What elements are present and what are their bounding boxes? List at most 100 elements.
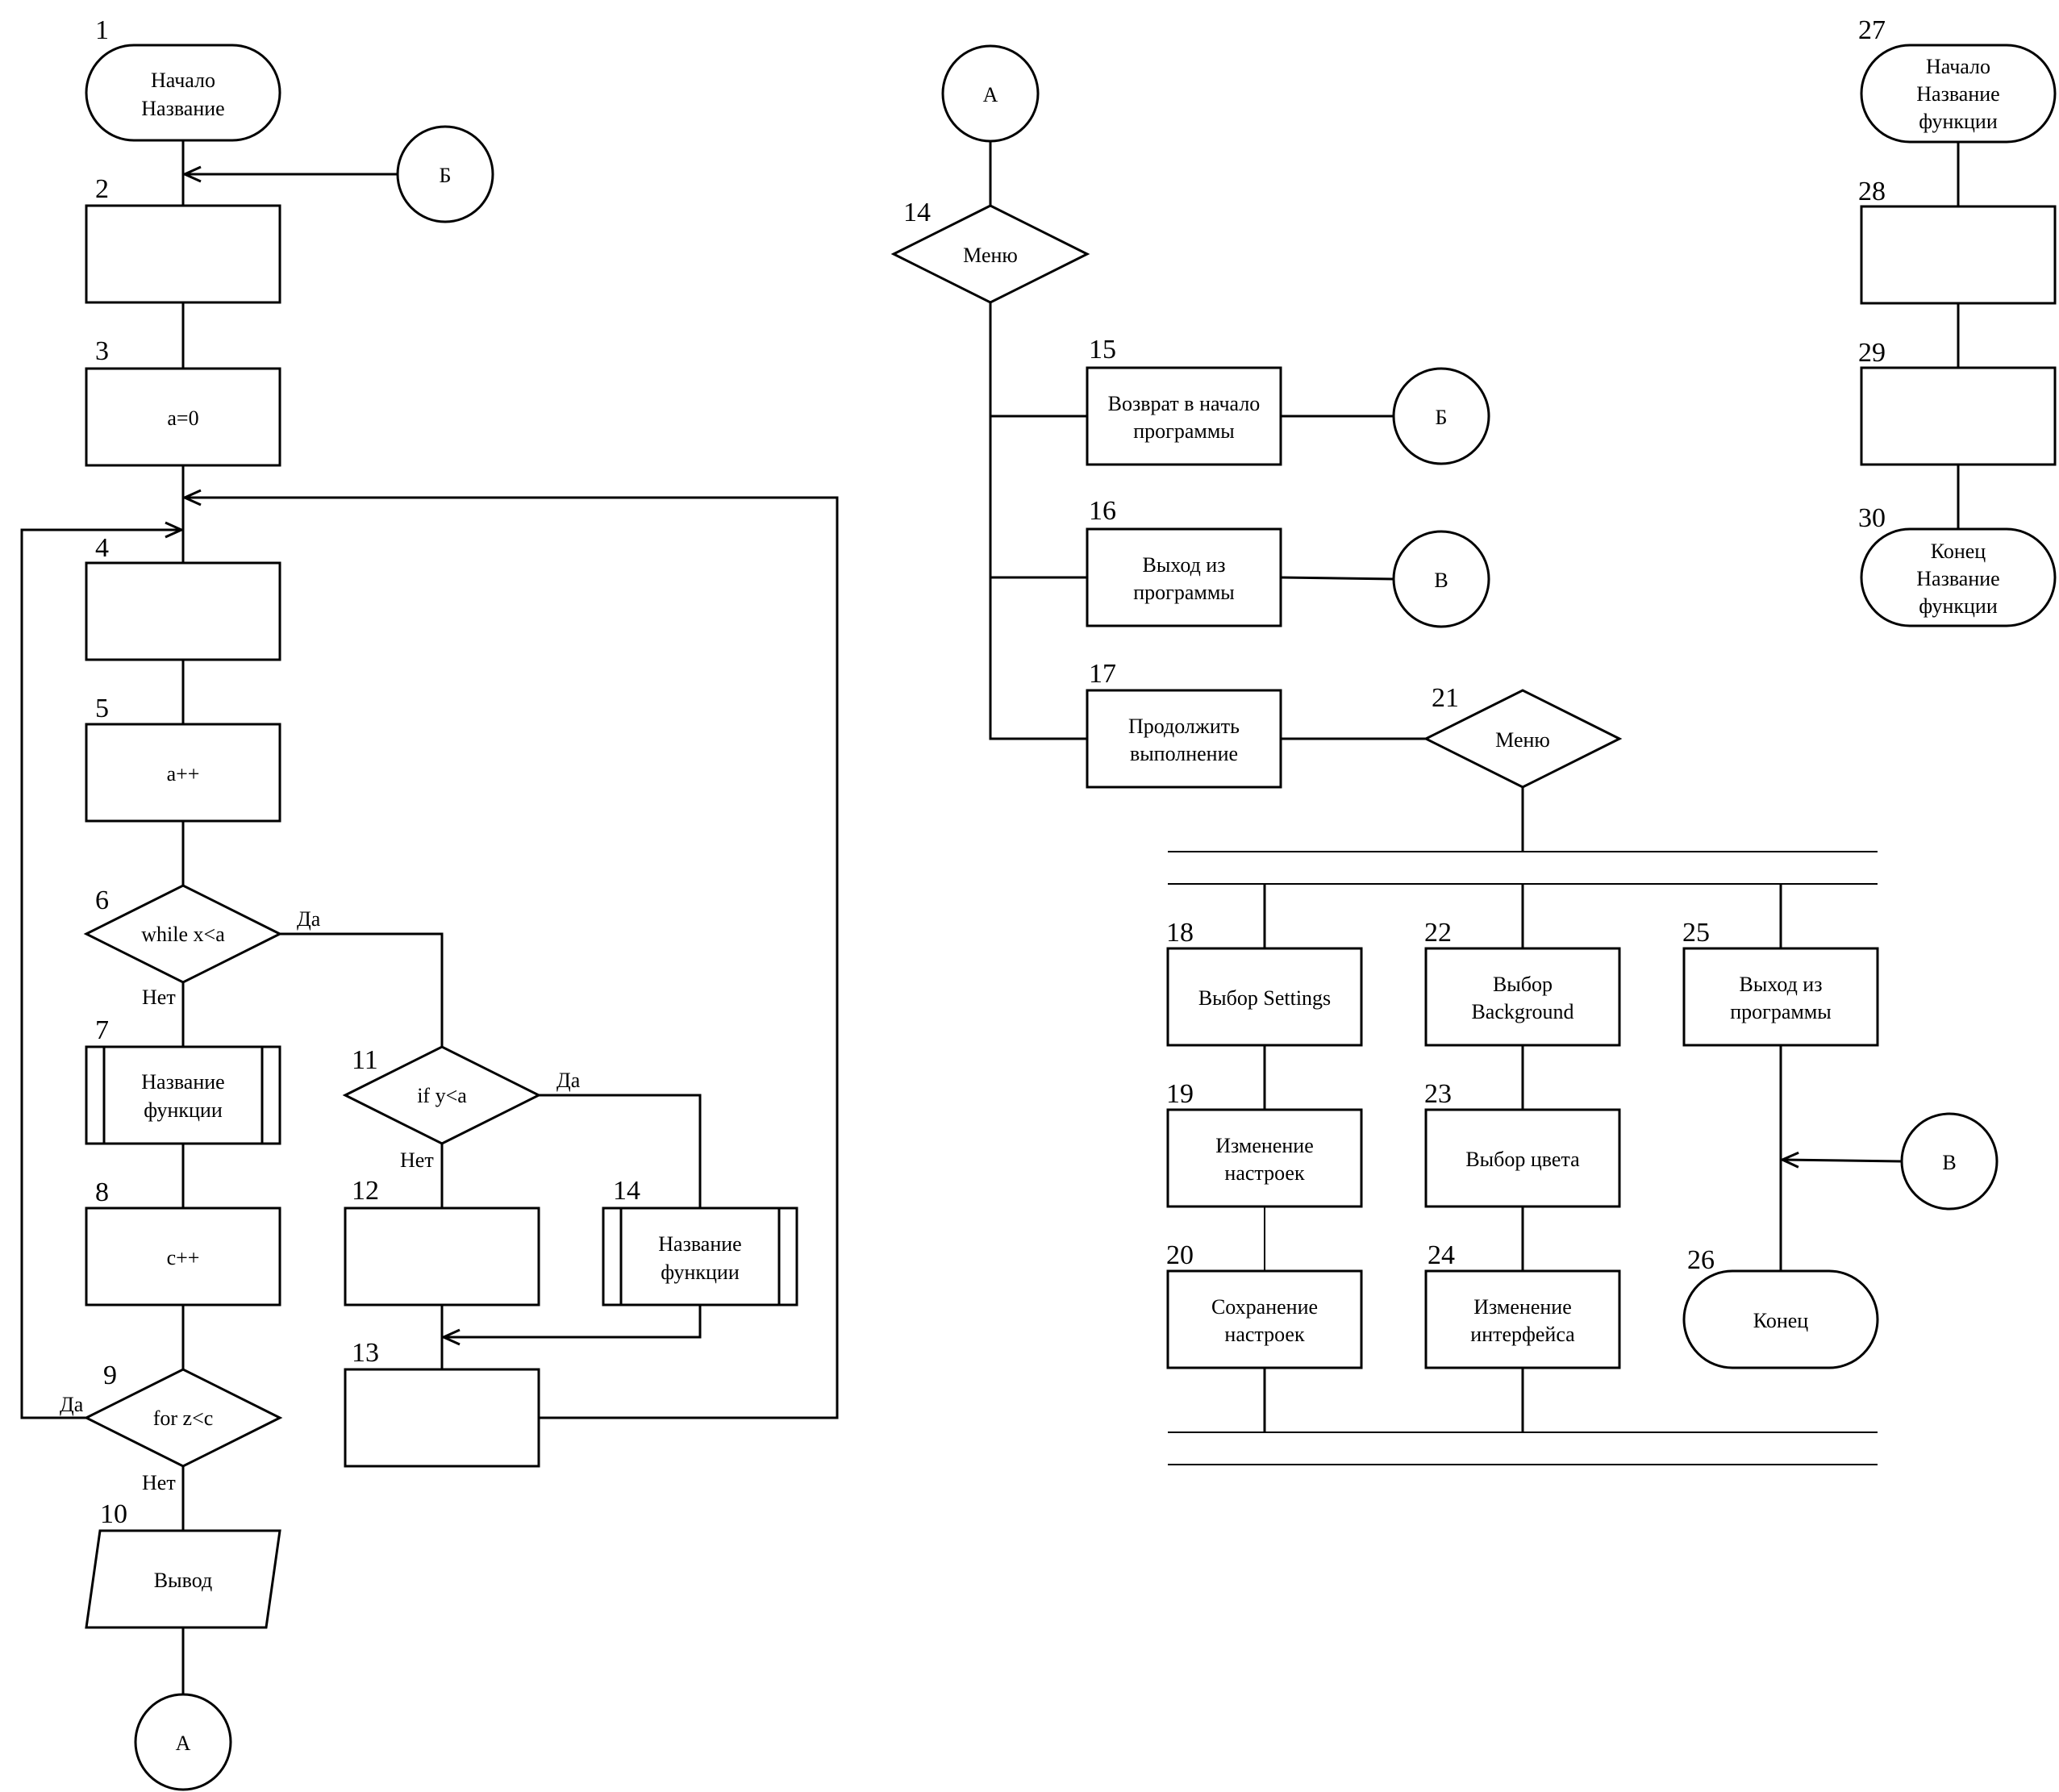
return-to-start-block: Возврат в начало программы: [1086, 366, 1282, 466]
step-number: 22: [1424, 918, 1452, 948]
block-label: a++: [167, 762, 200, 786]
step-number: 10: [100, 1499, 127, 1529]
yes-label: Да: [297, 907, 321, 931]
step-number: 1: [95, 15, 109, 45]
function-start-terminator: Начало Название функции: [1860, 44, 2057, 144]
svg-text:Название: Название: [658, 1232, 741, 1256]
change-settings-block: Изменение настроек: [1166, 1108, 1363, 1208]
settings-block: [1166, 947, 1363, 1047]
no-label: Нет: [400, 1148, 434, 1172]
connection-lines: [20, 140, 1960, 1694]
step-number: 21: [1432, 683, 1459, 713]
decision-label: for z<c: [153, 1407, 214, 1430]
step-number: 24: [1428, 1240, 1455, 1270]
process-block-4: [85, 561, 281, 661]
connector-label: Б: [440, 164, 452, 187]
connector-a-top: [941, 44, 1040, 143]
connector-label: А: [983, 83, 998, 106]
no-label: Нет: [142, 1471, 176, 1494]
function-block-29: [1860, 366, 2057, 466]
end-terminator-26: Конец: [1682, 1269, 1879, 1369]
svg-text:функции: функции: [1919, 594, 1998, 618]
svg-text:Название: Название: [1916, 567, 1999, 590]
step-number: 5: [95, 694, 109, 723]
step-number: 3: [95, 336, 109, 366]
svg-text:Начало: Начало: [1926, 55, 1990, 78]
step-number: 25: [1682, 918, 1710, 948]
step-number: 17: [1089, 659, 1116, 689]
function-end-terminator: Конец Название функции: [1860, 527, 2057, 627]
connector-label: В: [1942, 1151, 1956, 1174]
connector-b-right: [1392, 367, 1490, 465]
step-number: 15: [1089, 335, 1116, 365]
continue-block: Продолжить выполнение: [1086, 689, 1282, 789]
svg-text:Изменение: Изменение: [1473, 1295, 1572, 1319]
step-number: 8: [95, 1177, 109, 1207]
process-block-2: [85, 204, 281, 304]
decision-label: Меню: [963, 244, 1018, 267]
process-block-13: [344, 1368, 540, 1468]
subprocess-block-7: Название функции: [85, 1045, 281, 1145]
function-flowchart: Начало Название функции 27 28 29 Конец Н…: [1858, 15, 2057, 627]
connector-label: В: [1434, 569, 1448, 592]
step-number: 4: [95, 533, 109, 563]
svg-text:выполнение: выполнение: [1130, 742, 1238, 765]
if-decision: [342, 1045, 542, 1145]
process-block-5: [85, 723, 281, 823]
svg-text:программы: программы: [1133, 419, 1235, 443]
svg-text:настроек: настроек: [1224, 1323, 1305, 1346]
step-number: 7: [95, 1015, 109, 1045]
step-number: 14: [613, 1176, 640, 1206]
step-number: 13: [352, 1338, 379, 1368]
svg-text:функции: функции: [1919, 110, 1998, 133]
step-number: 27: [1858, 15, 1886, 45]
svg-text:программы: программы: [1730, 1000, 1832, 1023]
svg-text:Изменение: Изменение: [1215, 1134, 1314, 1157]
output-block: [85, 1529, 281, 1629]
for-decision: [83, 1368, 283, 1468]
svg-text:функции: функции: [144, 1098, 223, 1122]
decision-label: Меню: [1495, 728, 1550, 752]
menu-decision-14: [890, 204, 1090, 304]
svg-text:Продолжить: Продолжить: [1128, 715, 1240, 738]
step-number: 16: [1089, 496, 1116, 526]
block-label: Выбор Settings: [1198, 986, 1331, 1010]
svg-text:Выход из: Выход из: [1740, 973, 1823, 996]
connector-a-bottom: [134, 1693, 232, 1791]
svg-text:Начало: Начало: [151, 69, 215, 92]
block-label: Вывод: [154, 1569, 212, 1592]
connector-label: Б: [1436, 406, 1448, 429]
change-interface-block: Изменение интерфейса: [1424, 1269, 1621, 1369]
step-number: 2: [95, 174, 109, 204]
svg-text:Background: Background: [1471, 1000, 1573, 1023]
step-number: 28: [1858, 177, 1886, 206]
connector-b-top: [396, 125, 494, 223]
step-number: 12: [352, 1176, 379, 1206]
menu-decision-21: [1423, 689, 1623, 789]
svg-text:Выбор: Выбор: [1493, 973, 1553, 996]
svg-text:Название: Название: [1916, 82, 1999, 106]
svg-text:Конец: Конец: [1753, 1309, 1809, 1332]
svg-text:интерфейса: интерфейса: [1470, 1323, 1575, 1346]
exit-program-block: Выход из программы: [1086, 527, 1282, 627]
step-number: 30: [1858, 503, 1886, 533]
svg-text:функции: функции: [661, 1261, 740, 1284]
function-block-28: [1860, 205, 2057, 305]
step-number: 29: [1858, 338, 1886, 368]
process-block-12: [344, 1206, 540, 1306]
start-terminator: Начало Название: [85, 44, 281, 142]
connector-label: А: [176, 1732, 191, 1755]
step-number: 18: [1166, 918, 1194, 948]
svg-text:Сохранение: Сохранение: [1211, 1295, 1318, 1319]
step-number: 11: [352, 1045, 378, 1075]
svg-text:Название: Название: [141, 1070, 224, 1094]
menu-flowchart: А Меню 14 Возврат в начало программы 15 …: [890, 44, 1999, 1369]
svg-text:программы: программы: [1133, 581, 1235, 604]
svg-text:настроек: настроек: [1224, 1161, 1305, 1185]
decision-label: while x<a: [141, 923, 225, 946]
yes-label: Да: [556, 1069, 581, 1092]
block-label: a=0: [167, 406, 198, 430]
step-number: 14: [903, 198, 931, 227]
save-settings-block: Сохранение настроек: [1166, 1269, 1363, 1369]
exit-block-25: Выход из программы: [1682, 947, 1879, 1047]
